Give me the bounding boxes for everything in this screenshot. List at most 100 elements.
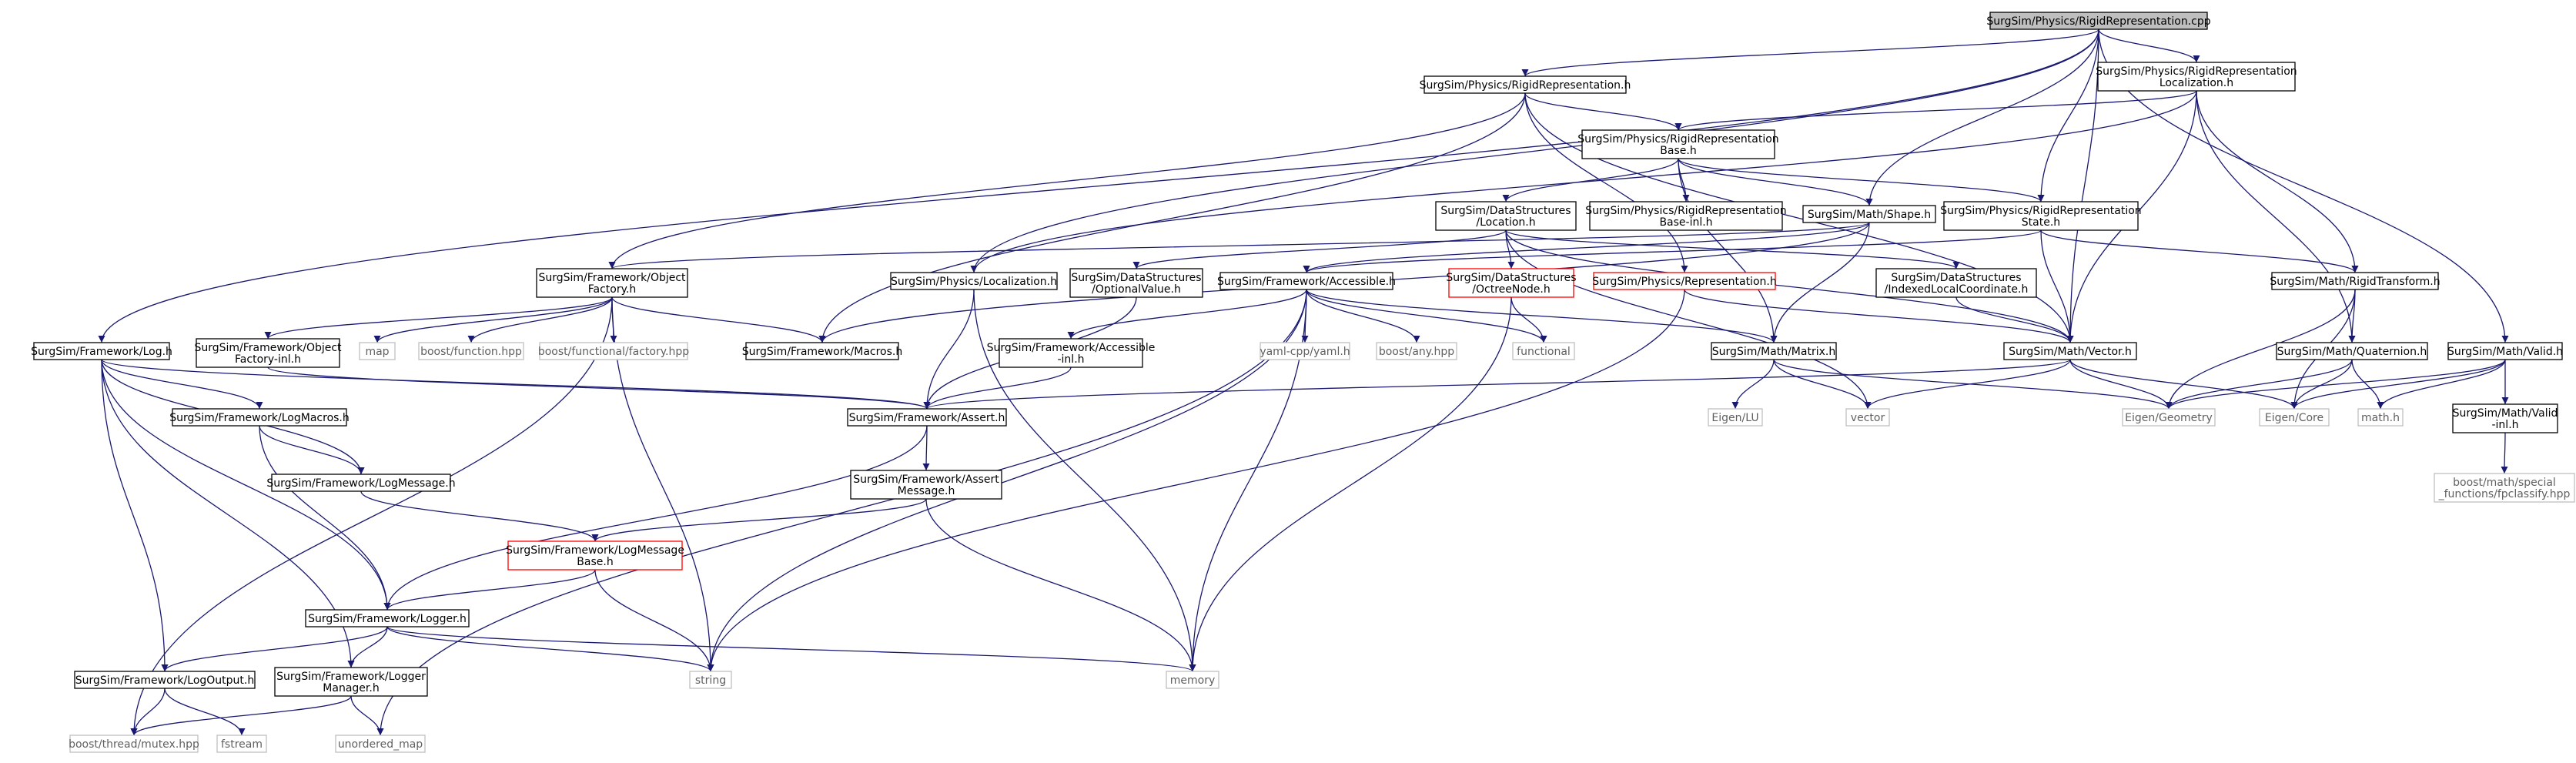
nodes-layer: SurgSim/Physics/RigidRepresentation.cppS… [31,12,2575,753]
file-node-optval[interactable]: SurgSim/DataStructures/OptionalValue.h [1069,268,1203,298]
file-node-valid[interactable]: SurgSim/Math/Valid.h [2447,342,2563,360]
node-box [2357,408,2404,427]
file-node-log_h[interactable]: SurgSim/Framework/Log.h [31,342,172,360]
include-edge-rr_h-to-objfact [608,92,1526,269]
file-node-rr_h[interactable]: SurgSim/Physics/RigidRepresentation.h [1420,75,1631,94]
include-edge-rr_h-to-rrbase_h [1524,92,1682,131]
node-box [890,272,1058,290]
node-label-line: yaml-cpp/yaml.h [1260,346,1350,358]
node-box [2434,473,2575,503]
file-node-matrix[interactable]: SurgSim/Math/Matrix.h [1711,342,1837,360]
include-edge-rr_h-to-macros [818,92,1526,343]
include-edge-logout-to-fstream [164,688,246,736]
node-label-line: SurgSim/Framework/LogMessage.h [266,477,455,490]
file-node-shape_h[interactable]: SurgSim/Math/Shape.h [1802,205,1936,223]
file-node-rrbase_h[interactable]: SurgSim/Physics/RigidRepresentationBase.… [1577,129,1779,159]
node-label-line: vector [1851,412,1885,424]
file-node-logmacros[interactable]: SurgSim/Framework/LogMacros.h [169,408,350,427]
node-box [305,609,470,627]
file-node-vector_h[interactable]: SurgSim/Math/Vector.h [2003,342,2137,360]
node-box [1943,201,2139,231]
node-label-line: fstream [221,738,263,751]
include-edge-objfact-to-map [373,296,613,343]
file-node-rrstate_h[interactable]: SurgSim/Physics/RigidRepresentationState… [1940,201,2142,231]
include-edge-matrix-to-eigenlu [1731,359,1775,410]
include-edge-log_h-to-assert [101,359,931,410]
file-node-memory: memory [1166,671,1219,689]
node-label-line: SurgSim/DataStructures [1440,205,1571,217]
include-edge-shape_h-to-access [1303,222,1870,273]
node-box [216,735,267,753]
node-label-line: /OptionalValue.h [1092,283,1181,296]
node-label-line: Eigen/Core [2265,412,2323,424]
include-edge-objfact-to-string [611,296,714,672]
include-edge-rrloc_h-to-quat [2196,90,2356,343]
node-box [1423,75,1627,94]
node-box [1875,268,2037,298]
file-node-ds_loc[interactable]: SurgSim/DataStructures/Location.h [1435,201,1577,231]
file-node-logout[interactable]: SurgSim/Framework/LogOutput.h [74,671,256,689]
include-edge-root-to-phys_loc [970,28,2099,273]
file-node-rrloc_h[interactable]: SurgSim/Physics/RigidRepresentationLocal… [2096,62,2297,92]
node-label-line: Factory-inl.h [235,353,301,366]
include-edge-rrstate_h-to-vector_h [2040,229,2074,343]
include-edge-vector_h-to-assert [923,359,2071,410]
file-node-bany: boost/any.hpp [1376,342,1457,360]
node-box [1069,268,1203,298]
file-node-octree[interactable]: SurgSim/DataStructures/OctreeNode.h [1446,268,1577,298]
include-edge-logmsg-to-logmsgbase [360,490,599,542]
node-label-line: SurgSim/Physics/RigidRepresentation [2096,65,2297,78]
node-label-line: _functions/fpclassify.hpp [2438,488,2571,500]
node-box [2097,62,2296,92]
node-box [850,470,1002,500]
include-edge-rrbase_h-to-matrix [1678,158,1778,343]
file-node-phys_loc[interactable]: SurgSim/Physics/Localization.h [890,272,1058,290]
include-edge-shape_h-to-objfact [609,222,1870,269]
node-box [745,342,899,360]
node-box [1589,201,1783,231]
include-edge-access-to-accinl [1067,289,1307,340]
file-node-logger[interactable]: SurgSim/Framework/Logger.h [305,609,470,627]
node-label-line: SurgSim/Physics/RigidRepresentation.cpp [1986,15,2210,28]
file-node-macros[interactable]: SurgSim/Framework/Macros.h [742,342,903,360]
include-edge-valid-to-eigengeo [2165,359,2506,410]
file-node-rrbaseinl[interactable]: SurgSim/Physics/RigidRepresentationBase-… [1585,201,1787,231]
node-box [999,338,1143,368]
node-box [1711,342,1837,360]
include-edge-validinl-to-fpclass [2501,432,2508,474]
file-node-quat[interactable]: SurgSim/Math/Quaternion.h [2276,342,2428,360]
include-edge-quat-to-eigengeo [2165,359,2353,410]
file-node-logmsg[interactable]: SurgSim/Framework/LogMessage.h [266,474,456,492]
node-box [274,667,428,697]
node-box [172,408,347,427]
file-node-eigenlu: Eigen/LU [1708,408,1763,427]
file-node-vector: vector [1845,408,1890,427]
file-node-access[interactable]: SurgSim/Framework/Accessible.h [1217,272,1396,290]
include-edge-quat-to-mathh [2351,359,2384,410]
node-label-line: SurgSim/Math/Vector.h [2009,346,2132,358]
file-node-assert[interactable]: SurgSim/Framework/Assert.h [847,408,1007,427]
file-node-validinl[interactable]: SurgSim/Math/Valid-inl.h [2452,403,2558,433]
file-node-physrep[interactable]: SurgSim/Physics/Representation.h [1592,272,1777,290]
include-edge-objfact-to-bfunc [467,296,613,343]
include-edge-rrloc_h-to-phys_loc [970,90,2197,273]
file-node-accinl[interactable]: SurgSim/Framework/Accessible-inl.h [987,338,1156,368]
node-label-line: SurgSim/Framework/LogMessage [506,544,684,557]
node-label-line: SurgSim/Framework/Object [538,272,686,284]
file-node-eigencore: Eigen/Core [2259,408,2330,427]
include-edge-idxloc-to-vector_h [1955,296,2074,343]
include-edge-ds_loc-to-vector [1505,229,1872,410]
file-node-rigidtf[interactable]: SurgSim/Math/RigidTransform.h [2270,272,2441,290]
include-edge-logmgr-to-umap [350,695,384,736]
node-label-line: SurgSim/Framework/Logger [276,671,426,683]
file-node-idxloc[interactable]: SurgSim/DataStructures/IndexedLocalCoord… [1875,268,2037,298]
file-node-root[interactable]: SurgSim/Physics/RigidRepresentation.cpp [1986,12,2211,30]
include-edge-logger-to-string [386,626,714,672]
include-edge-logger-to-logmgr [347,626,388,668]
file-node-bfuncfact: boost/functional/factory.hpp [538,342,689,360]
